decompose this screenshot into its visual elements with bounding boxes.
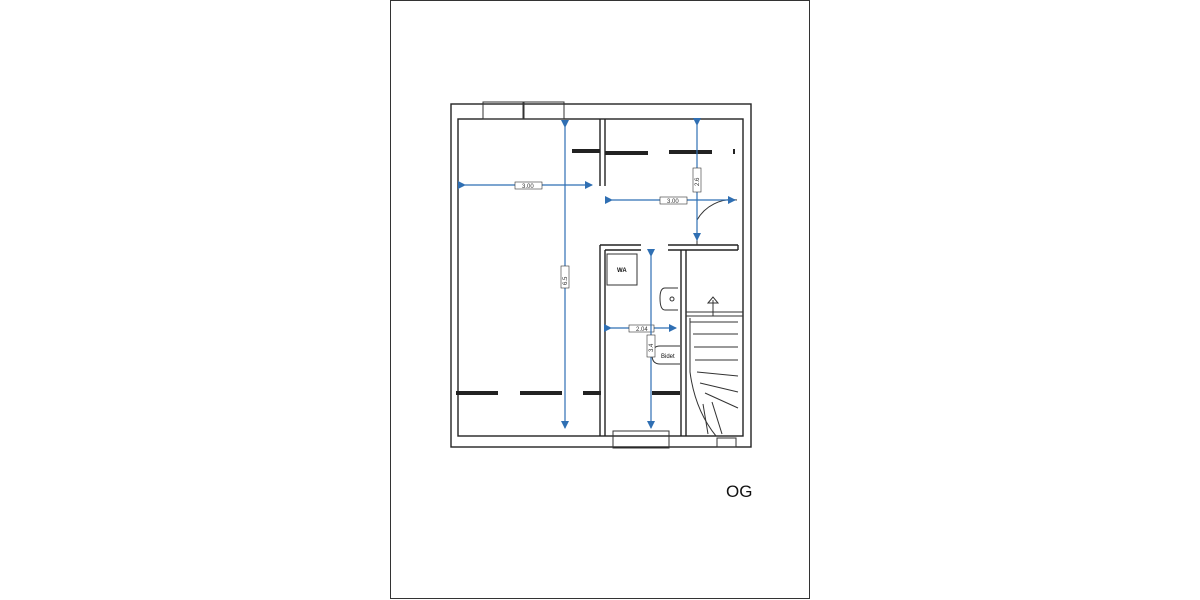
dim-bath-depth-label: 3.4: [649, 343, 655, 352]
dimension-lines: 3.00 6.5 3.00 2.6 2.04 3.4: [458, 118, 736, 429]
dim-bath-width-label: 2.04: [636, 327, 648, 333]
dim-left-width-label: 3.00: [522, 184, 534, 190]
sink-icon: [659, 287, 678, 311]
bidet-label: Bidet: [661, 354, 675, 360]
dim-upper-width-label: 3.00: [667, 199, 679, 205]
floor-label: OG: [726, 482, 752, 501]
dim-upper-depth-label: 2.6: [695, 177, 701, 186]
wash-basin-box: [606, 253, 638, 286]
wash-basin-label: WA: [617, 268, 627, 274]
windows: [456, 149, 737, 449]
staircase: [689, 296, 739, 437]
dim-left-depth-label: 6.5: [563, 276, 569, 285]
